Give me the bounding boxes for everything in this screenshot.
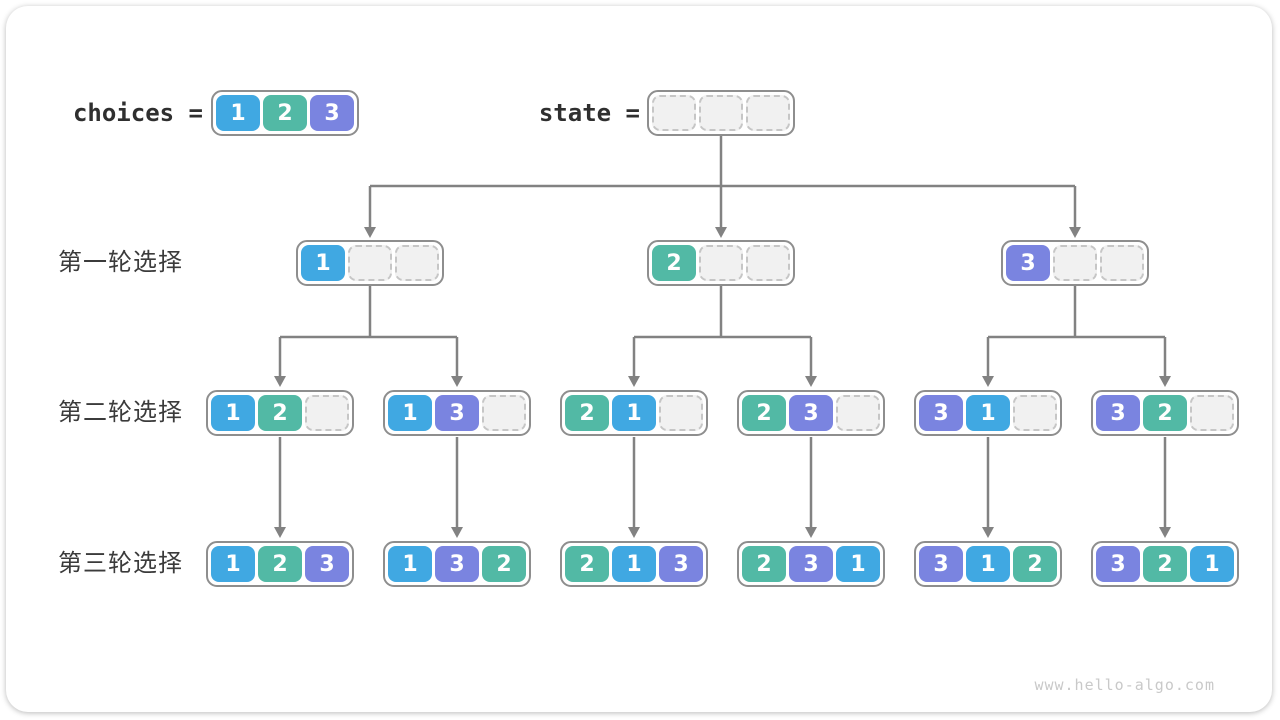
array-cell: 3 (659, 546, 703, 582)
array-cell: 1 (966, 395, 1010, 431)
array-cell: 3 (919, 395, 963, 431)
empty-cell (699, 245, 743, 281)
array-cell: 3 (310, 95, 354, 131)
state-box (647, 90, 795, 136)
empty-cell (305, 395, 349, 431)
array-cell: 1 (612, 395, 656, 431)
array-cell: 1 (612, 546, 656, 582)
array-cell: 3 (789, 395, 833, 431)
array-box: 2 (647, 240, 795, 286)
empty-cell (348, 245, 392, 281)
empty-cell (1053, 245, 1097, 281)
empty-cell (746, 245, 790, 281)
array-cell: 1 (836, 546, 880, 582)
array-cell: 3 (789, 546, 833, 582)
array-cell: 1 (211, 546, 255, 582)
array-cell: 3 (305, 546, 349, 582)
empty-cell (395, 245, 439, 281)
array-cell: 3 (1096, 395, 1140, 431)
round-1-label: 第一轮选择 (58, 249, 183, 276)
array-cell: 3 (435, 546, 479, 582)
array-cell: 1 (388, 395, 432, 431)
empty-cell (1013, 395, 1057, 431)
array-cell: 2 (1013, 546, 1057, 582)
empty-cell (652, 95, 696, 131)
state-label: state = (538, 99, 640, 127)
empty-cell (659, 395, 703, 431)
array-box: 3 (1001, 240, 1149, 286)
choices-label: choices = (72, 99, 203, 127)
empty-cell (836, 395, 880, 431)
array-cell: 3 (1006, 245, 1050, 281)
array-cell: 1 (966, 546, 1010, 582)
array-cell: 2 (742, 395, 786, 431)
empty-cell (746, 95, 790, 131)
empty-cell (699, 95, 743, 131)
array-box: 1 (296, 240, 444, 286)
empty-cell (482, 395, 526, 431)
round-2-label: 第二轮选择 (58, 399, 183, 426)
array-cell: 2 (652, 245, 696, 281)
watermark: www.hello-algo.com (1034, 676, 1215, 694)
array-cell: 2 (258, 546, 302, 582)
array-cell: 2 (565, 395, 609, 431)
array-cell: 3 (435, 395, 479, 431)
array-cell: 2 (742, 546, 786, 582)
empty-cell (1190, 395, 1234, 431)
array-cell: 2 (258, 395, 302, 431)
array-cell: 1 (301, 245, 345, 281)
array-cell: 1 (1190, 546, 1234, 582)
array-cell: 2 (565, 546, 609, 582)
array-cell: 2 (482, 546, 526, 582)
round-3-label: 第三轮选择 (58, 550, 183, 577)
empty-cell (1100, 245, 1144, 281)
array-cell: 1 (211, 395, 255, 431)
array-cell: 1 (388, 546, 432, 582)
array-cell: 3 (1096, 546, 1140, 582)
array-cell: 2 (263, 95, 307, 131)
array-cell: 1 (216, 95, 260, 131)
array-cell: 2 (1143, 546, 1187, 582)
array-cell: 2 (1143, 395, 1187, 431)
array-cell: 3 (919, 546, 963, 582)
